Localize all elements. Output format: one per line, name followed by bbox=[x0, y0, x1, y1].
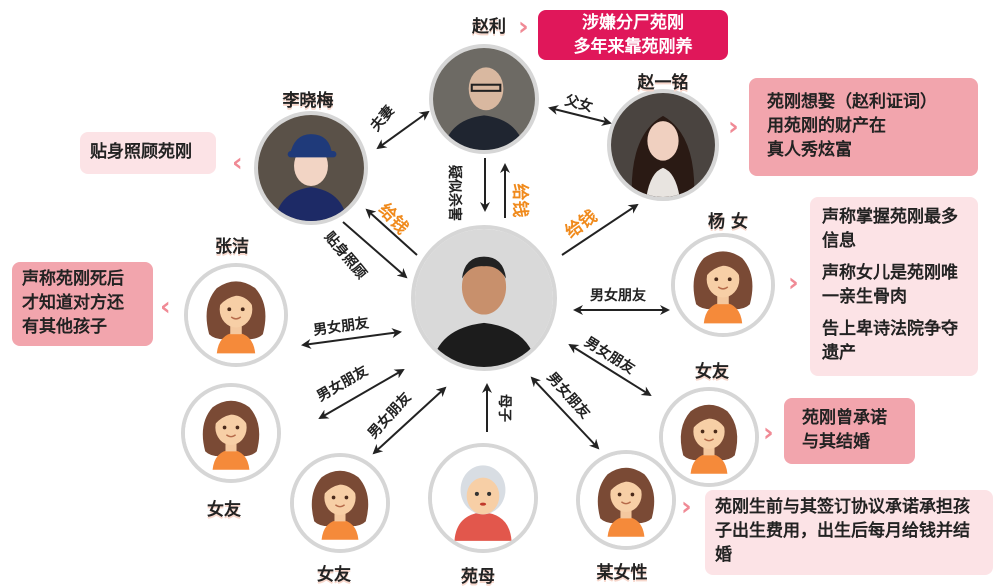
chevron-right-icon: › bbox=[728, 112, 739, 142]
note-line: 声称女儿是苑刚唯一亲生骨肉 bbox=[822, 263, 958, 307]
note-line: 与其结婚 bbox=[802, 432, 870, 452]
arrow-care bbox=[342, 221, 408, 279]
avatar-girlfriend-left bbox=[181, 383, 281, 483]
note-line: 才知道对方还 bbox=[22, 293, 124, 313]
name-zhaoli: 赵利 bbox=[472, 17, 506, 37]
arrow-money-zhaoyiming bbox=[561, 203, 639, 256]
name-mother: 苑母 bbox=[461, 567, 495, 587]
avatar-yangnv bbox=[671, 233, 775, 337]
photo-zhaoyiming bbox=[607, 89, 719, 201]
photo-zhaoli bbox=[429, 44, 539, 154]
note-zhaoli: 涉嫌分尸苑刚 多年来靠苑刚养 bbox=[538, 10, 728, 60]
avatar-girlfriend-bottom bbox=[290, 453, 390, 553]
arrow-partner-zhangjie bbox=[301, 328, 402, 349]
arrow-couple bbox=[376, 110, 430, 150]
note-line: 涉嫌分尸苑刚 bbox=[582, 13, 684, 33]
arrow-partner-right bbox=[568, 343, 652, 397]
arrow-father-daughter bbox=[548, 105, 612, 126]
note-line: 用苑刚的财产在 bbox=[767, 116, 886, 136]
note-line: 苑刚曾承诺 bbox=[802, 408, 887, 428]
note-line: 声称苑刚死后 bbox=[22, 269, 124, 289]
chevron-right-icon: › bbox=[763, 418, 774, 448]
name-yangnv: 杨 女 bbox=[708, 212, 748, 232]
name-lixiaomei: 李晓梅 bbox=[282, 91, 334, 111]
note-woman: 苑刚生前与其签订协议承诺承担孩子出生费用，出生后每月给钱并结婚 bbox=[705, 490, 993, 575]
arrow-partner-left bbox=[318, 368, 405, 420]
avatar-woman bbox=[576, 450, 676, 550]
label-partner-yang: 男女朋友 bbox=[590, 288, 646, 304]
note-line: 贴身照顾苑刚 bbox=[90, 142, 192, 162]
note-lixiaomei: 贴身照顾苑刚 bbox=[80, 132, 216, 174]
avatar-zhangjie bbox=[184, 263, 288, 367]
arrow-partner-bottom bbox=[372, 386, 447, 455]
note-girlfriend-right: 苑刚曾承诺 与其结婚 bbox=[784, 398, 915, 464]
note-line: 苑刚想娶（赵利证词） bbox=[767, 92, 937, 112]
chevron-right-icon: › bbox=[518, 12, 529, 42]
chevron-left-icon: ‹ bbox=[160, 292, 171, 322]
note-line: 多年来靠苑刚养 bbox=[573, 37, 693, 57]
center-photo-yuangang bbox=[411, 225, 557, 371]
chevron-right-icon: › bbox=[681, 492, 692, 522]
note-line: 告上卑诗法院争夺遗产 bbox=[822, 319, 958, 363]
name-girlfriend-bottom: 女友 bbox=[317, 565, 351, 585]
name-girlfriend-left: 女友 bbox=[207, 500, 241, 520]
chevron-right-icon: › bbox=[788, 268, 799, 298]
name-girlfriend-right: 女友 bbox=[695, 362, 729, 382]
avatar-girlfriend-right bbox=[659, 387, 759, 487]
arrow-partner-woman bbox=[530, 376, 600, 450]
name-woman: 某女性 bbox=[596, 563, 648, 583]
label-suspected-murder: 疑似杀害 bbox=[446, 165, 462, 221]
arrow-money-lixiaomei bbox=[365, 208, 418, 256]
note-yangnv: 声称掌握苑刚最多信息 声称女儿是苑刚唯一亲生骨肉 告上卑诗法院争夺遗产 bbox=[810, 197, 978, 376]
avatar-mother bbox=[428, 443, 538, 553]
name-zhangjie: 张洁 bbox=[215, 237, 249, 257]
note-line: 声称掌握苑刚最多信息 bbox=[822, 207, 958, 251]
note-line: 有其他孩子 bbox=[22, 317, 107, 337]
note-zhaoyiming: 苑刚想娶（赵利证词） 用苑刚的财产在 真人秀炫富 bbox=[749, 78, 978, 176]
label-money-zhaoli: 给钱 bbox=[509, 183, 530, 218]
photo-lixiaomei bbox=[254, 111, 368, 225]
chevron-left-icon: ‹ bbox=[232, 148, 243, 178]
note-zhangjie: 声称苑刚死后 才知道对方还 有其他孩子 bbox=[12, 262, 153, 346]
note-line: 苑刚生前与其签订协议承诺承担孩子出生费用，出生后每月给钱并结婚 bbox=[715, 497, 970, 565]
label-mother-son: 母子 bbox=[496, 394, 512, 422]
name-zhaoyiming: 赵一铭 bbox=[637, 73, 689, 93]
note-line: 真人秀炫富 bbox=[767, 140, 852, 160]
